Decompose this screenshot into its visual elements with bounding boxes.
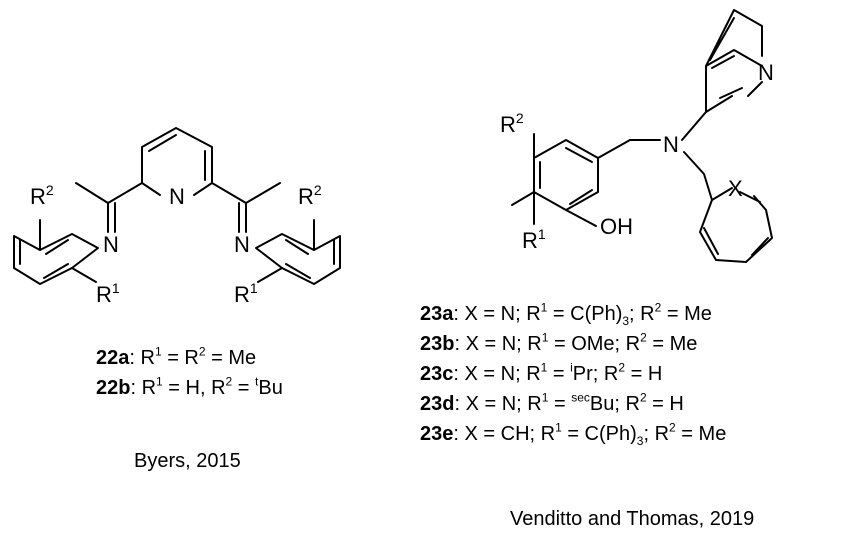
compound-23-structure: R2 R1 OH N N X bbox=[500, 9, 774, 263]
caption-venditto-thomas: Venditto and Thomas, 2019 bbox=[510, 508, 755, 530]
bond bbox=[257, 219, 315, 283]
bond bbox=[285, 239, 335, 279]
atom-x: X bbox=[728, 176, 743, 201]
bond bbox=[699, 187, 773, 263]
bond bbox=[211, 182, 281, 204]
atom-n-imine-left: N bbox=[103, 232, 119, 257]
compound-id: 23b bbox=[420, 333, 455, 355]
compound-id: 23a bbox=[420, 303, 454, 325]
bond bbox=[238, 202, 247, 233]
bond bbox=[148, 134, 206, 181]
bond bbox=[19, 239, 69, 279]
atom-n-imine-right: N bbox=[234, 232, 250, 257]
atom-r2: R2 bbox=[500, 110, 524, 137]
compound-id: 23d bbox=[420, 393, 455, 415]
bond bbox=[511, 133, 631, 227]
atom-r2-right: R2 bbox=[298, 182, 322, 209]
compound-23d-label: 23d: X = N; R1 = secBu; R2 = H bbox=[420, 390, 684, 415]
atom-r1: R1 bbox=[522, 226, 546, 253]
bond bbox=[107, 202, 116, 233]
compound-23c-label: 23c: X = N; R1 = iPr; R2 = H bbox=[420, 360, 663, 385]
compound-id: 23e bbox=[420, 423, 454, 445]
bond bbox=[75, 182, 143, 204]
bond bbox=[39, 219, 97, 283]
atom-n-pyridine: N bbox=[758, 60, 774, 85]
atom-oh: OH bbox=[600, 214, 633, 239]
compound-id: 22b bbox=[96, 377, 131, 399]
bond bbox=[705, 9, 763, 99]
bond bbox=[629, 111, 713, 201]
atom-r1-right: R1 bbox=[234, 280, 258, 307]
atom-r2-left: R2 bbox=[30, 182, 54, 209]
compound-23b-label: 23b: X = N; R1 = OMe; R2 = Me bbox=[420, 330, 698, 355]
bond bbox=[13, 233, 99, 285]
bond bbox=[533, 139, 599, 211]
compound-id: 23c bbox=[420, 363, 454, 385]
atom-n-amine: N bbox=[663, 132, 679, 157]
bond bbox=[193, 182, 213, 196]
compound-22a-label: 22a: R1 = R2 = Me bbox=[96, 344, 257, 369]
compound-id: 22a bbox=[96, 347, 130, 369]
caption-byers: Byers, 2015 bbox=[134, 450, 241, 472]
bond bbox=[705, 49, 763, 113]
compound-23e-label: 23e: X = CH; R1 = C(Ph)3; R2 = Me bbox=[420, 420, 727, 448]
atom-n-pyridine-left: N bbox=[169, 184, 185, 209]
compound-22b-label: 22b: R1 = H, R2 = tBu bbox=[96, 374, 283, 399]
compound-23a-label: 23a: X = N; R1 = C(Ph)3; R2 = Me bbox=[420, 300, 712, 328]
atom-r1-left: R1 bbox=[96, 280, 120, 307]
compound-22-structure: R2 R1 N N N R2 R1 bbox=[13, 127, 341, 307]
bond bbox=[539, 147, 593, 205]
bond bbox=[255, 233, 341, 285]
